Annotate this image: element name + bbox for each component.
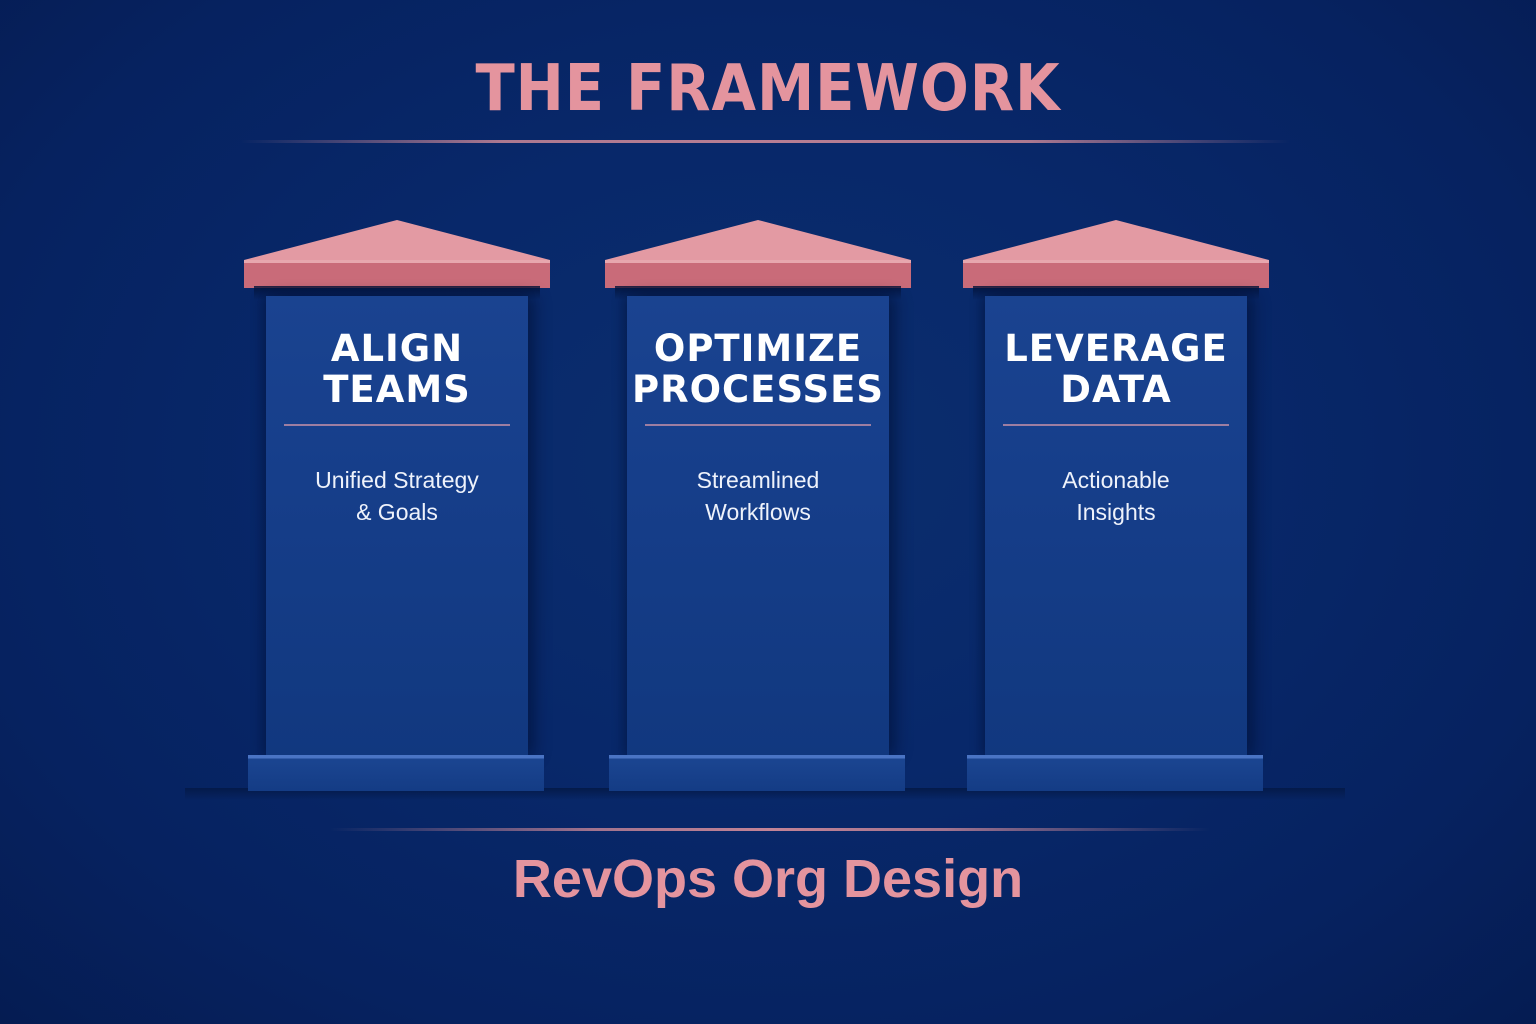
pillar-desc-line2: Workflows [705,499,811,525]
subtitle: RevOps Org Design [512,849,1024,909]
floor-shadow [185,788,1345,800]
pillar-optimize-processes: OPTIMIZE PROCESSES Streamlined Workflows [605,220,911,792]
pillar-roof-icon [963,220,1269,288]
pillar-heading-line1: LEVERAGE [1004,327,1228,370]
page-title: THE FRAMEWORK [475,52,1061,126]
pillar-heading: ALIGN TEAMS [266,328,528,410]
pillar-shaft [266,296,528,756]
pillar-heading-line1: ALIGN [330,327,464,370]
pillar-desc-line2: & Goals [356,499,438,525]
pillar-desc-line1: Actionable [1062,467,1170,493]
pillar-shaft [627,296,889,756]
pillar-heading-line2: PROCESSES [631,368,885,411]
pillar-divider [284,424,510,426]
pillar-roof-icon [605,220,911,288]
title-divider [240,140,1290,143]
pillar-divider [1003,424,1229,426]
pillar-heading: LEVERAGE DATA [985,328,1247,410]
pillar-heading-line2: TEAMS [323,368,471,411]
pillar-desc-line2: Insights [1076,499,1156,525]
pillar-roof-icon [244,220,550,288]
pillar-heading-line2: DATA [1060,368,1172,411]
pillar-align-teams: ALIGN TEAMS Unified Strategy & Goals [244,220,550,792]
pillar-description: Streamlined Workflows [627,464,889,528]
pillar-base [248,755,544,791]
pillar-shaft [985,296,1247,756]
pillar-divider [645,424,871,426]
pillar-desc-line1: Unified Strategy [315,467,479,493]
pillar-desc-line1: Streamlined [696,467,820,493]
pillar-heading-line1: OPTIMIZE [653,327,863,370]
pillar-leverage-data: LEVERAGE DATA Actionable Insights [963,220,1269,792]
pillar-base [609,755,905,791]
pillar-base [967,755,1263,791]
pillar-description: Actionable Insights [985,464,1247,528]
pillar-description: Unified Strategy & Goals [266,464,528,528]
subtitle-divider [330,828,1210,831]
pillar-heading: OPTIMIZE PROCESSES [627,328,889,410]
